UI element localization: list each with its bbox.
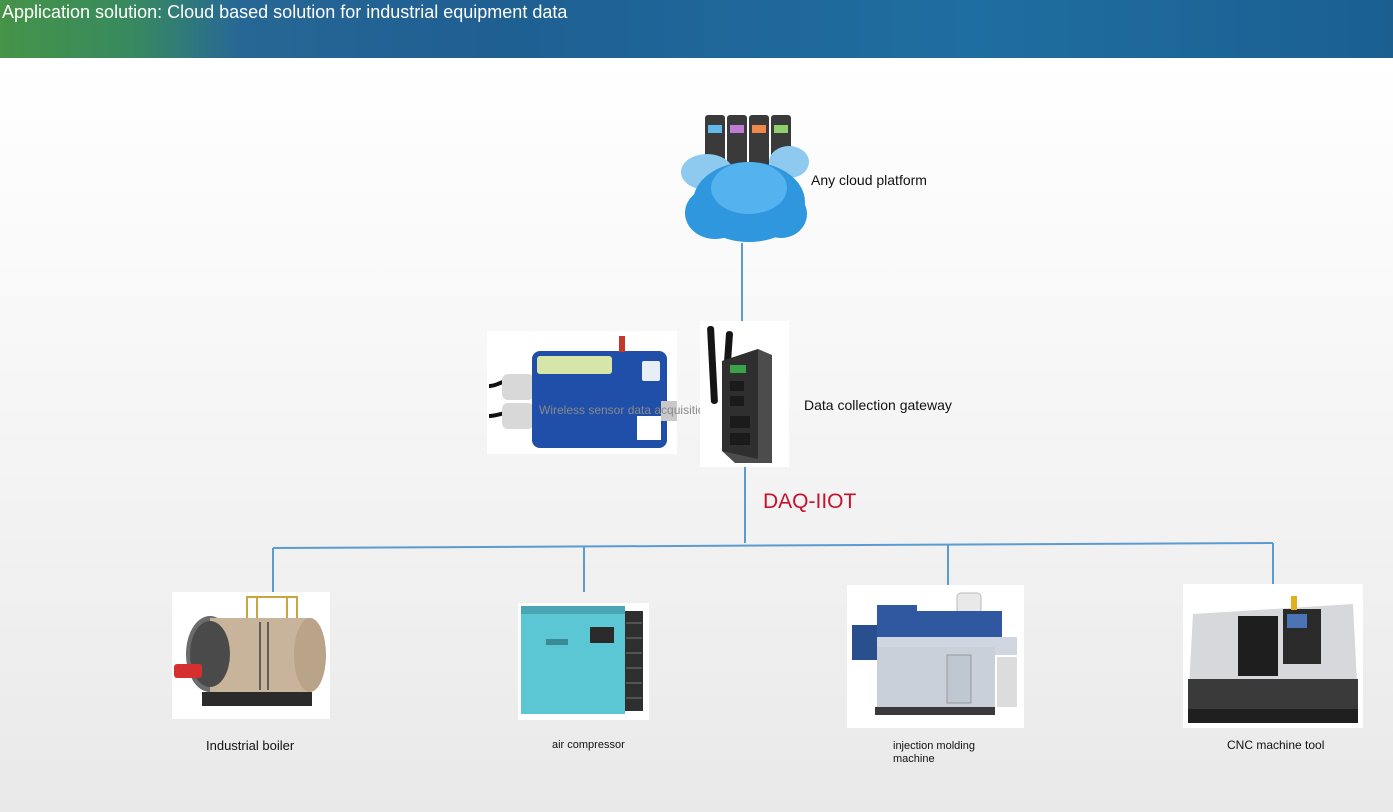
injection-molding-machine-icon: [847, 585, 1024, 728]
bus-line: [272, 542, 1274, 549]
cloud-platform-label: Any cloud platform: [811, 172, 927, 188]
page-title: Application solution: Cloud based soluti…: [2, 2, 568, 22]
gateway-label: Data collection gateway: [804, 397, 952, 413]
header-banner: Application solution: Cloud based soluti…: [0, 0, 1393, 58]
cnc-machine-tool-icon: [1183, 584, 1363, 728]
equipment-label-injection: injection molding machine: [893, 740, 975, 765]
industrial-boiler-icon: [172, 592, 330, 719]
cloud-server-icon: [681, 115, 809, 242]
air-compressor-icon: [518, 603, 649, 720]
wireless-sensor-terminal-icon: [487, 331, 677, 454]
daq-iiot-label: DAQ-IIOT: [763, 490, 857, 513]
equipment-label-boiler: Industrial boiler: [206, 738, 295, 753]
equipment-label-compressor: air compressor: [552, 739, 625, 751]
equipment-label-cnc: CNC machine tool: [1227, 738, 1325, 752]
gateway-device-icon: [700, 321, 789, 467]
